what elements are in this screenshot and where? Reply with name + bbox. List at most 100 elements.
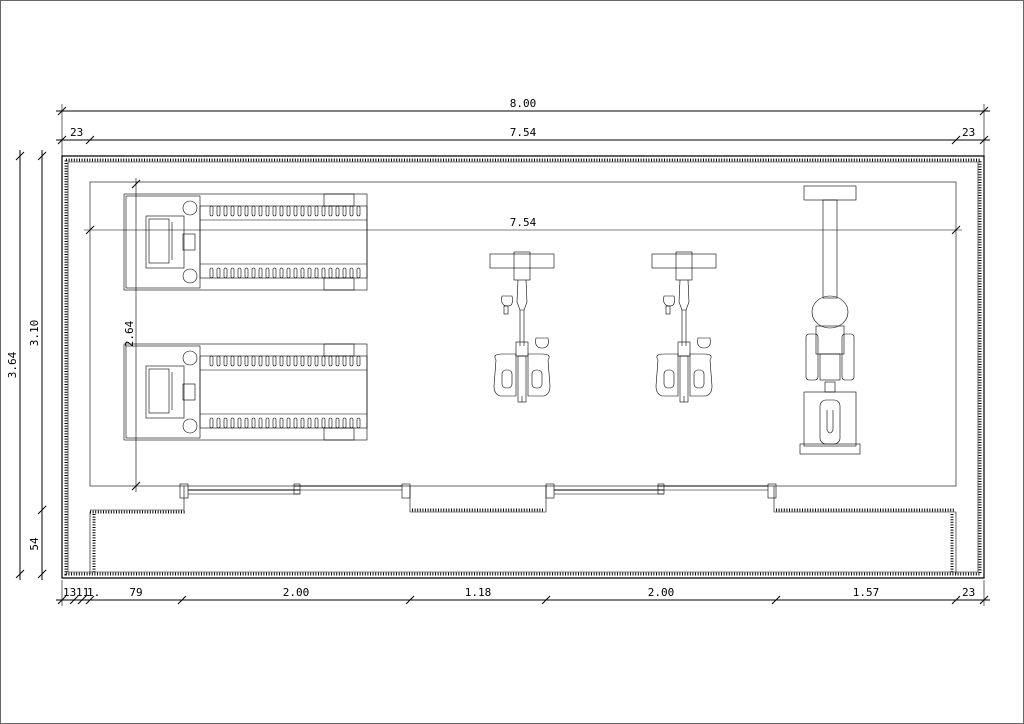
treadmill-slat (293, 355, 298, 367)
dim-seg-a: 13 (63, 586, 76, 599)
treadmill-slat (223, 267, 228, 279)
treadmill-slat (356, 205, 361, 217)
treadmill-slat (328, 267, 333, 279)
treadmill-slat (307, 267, 312, 279)
treadmill-slat (265, 205, 270, 217)
treadmill-slat (223, 417, 228, 429)
treadmill-slat (244, 205, 249, 217)
treadmill-slat (265, 355, 270, 367)
exercise-bike-1 (489, 251, 555, 403)
treadmill-slat (223, 205, 228, 217)
treadmill-slat (216, 355, 221, 367)
treadmill-slat (258, 267, 263, 279)
treadmill-slat (356, 267, 361, 279)
treadmill-slat (335, 205, 340, 217)
treadmill-slat (258, 355, 263, 367)
interior-room (89, 181, 957, 574)
treadmill-slat (237, 267, 242, 279)
treadmill-slat (279, 417, 284, 429)
treadmill-slat (321, 355, 326, 367)
treadmill-slat (272, 267, 277, 279)
bottom-dimensions: 13 11 1. 79 2.00 1.18 2.00 1.57 23 (56, 580, 990, 606)
treadmill-slat (279, 267, 284, 279)
interior-dimension: 7.54 (84, 216, 962, 235)
window-right (545, 483, 777, 499)
treadmill-slat (209, 355, 214, 367)
treadmill-slat (328, 417, 333, 429)
treadmill-slat (230, 355, 235, 367)
dim-right-pier: 1.57 (853, 586, 880, 599)
dim-room-height: 3.10 (28, 320, 41, 347)
treadmill-slat (251, 417, 256, 429)
treadmill-slat (293, 267, 298, 279)
treadmill-slat (237, 417, 242, 429)
treadmill-slat (328, 205, 333, 217)
treadmill-slat (265, 417, 270, 429)
dim-pier: 1.18 (465, 586, 492, 599)
treadmill-slat (244, 267, 249, 279)
treadmill-slat (314, 417, 319, 429)
left-dimensions: 3.64 3.10 54 (6, 150, 47, 580)
treadmill-slat (307, 205, 312, 217)
treadmill-slat (356, 417, 361, 429)
dim-seg-c: 1. (87, 586, 100, 599)
treadmill-slat (230, 417, 235, 429)
treadmill-slat (251, 355, 256, 367)
exercise-bike-2 (651, 251, 717, 403)
treadmill-slat (342, 417, 347, 429)
treadmill-slat (335, 417, 340, 429)
treadmill-slats (209, 205, 361, 429)
dim-wall-left: 23 (70, 126, 83, 139)
treadmill-2 (123, 343, 368, 441)
treadmill-slat (272, 417, 277, 429)
treadmill-slat (286, 205, 291, 217)
dim-equipment-depth: 2.64 (123, 320, 136, 347)
treadmill-slat (209, 417, 214, 429)
treadmill-slat (237, 355, 242, 367)
treadmill-slat (314, 355, 319, 367)
treadmill-slat (216, 417, 221, 429)
treadmill-slat (356, 355, 361, 367)
treadmill-slat (300, 355, 305, 367)
treadmill-slat (300, 267, 305, 279)
window-left (179, 483, 411, 499)
treadmill-slat (209, 205, 214, 217)
walls (61, 155, 985, 579)
treadmill-1 (123, 193, 368, 291)
treadmill-slat (342, 355, 347, 367)
equipment (123, 185, 861, 455)
treadmill-slat (258, 205, 263, 217)
treadmill-slat (342, 267, 347, 279)
treadmill-slat (216, 205, 221, 217)
treadmill-slat (342, 205, 347, 217)
treadmill-slat (209, 267, 214, 279)
treadmill-slat (349, 205, 354, 217)
treadmill-slat (349, 355, 354, 367)
treadmill-slat (272, 355, 277, 367)
dim-inner-width: 7.54 (510, 126, 537, 139)
treadmill-slat (328, 355, 333, 367)
treadmill-slat (258, 417, 263, 429)
dim-wall-right: 23 (962, 126, 975, 139)
treadmill-slat (286, 355, 291, 367)
dim-total-height: 3.64 (6, 351, 19, 378)
treadmill-slat (251, 267, 256, 279)
treadmill-slat (300, 205, 305, 217)
dim-window-1: 2.00 (283, 586, 310, 599)
treadmill-slat (286, 417, 291, 429)
rowing-machine (799, 185, 861, 455)
treadmill-slat (307, 355, 312, 367)
treadmill-slat (293, 417, 298, 429)
treadmill-slat (307, 417, 312, 429)
windows (179, 483, 777, 499)
treadmill-slat (216, 267, 221, 279)
treadmill-slat (335, 267, 340, 279)
treadmill-slat (314, 267, 319, 279)
treadmill-slat (293, 205, 298, 217)
treadmill-slat (314, 205, 319, 217)
dim-lower-offset: 54 (28, 537, 41, 551)
treadmill-slat (321, 267, 326, 279)
dim-wall-right-bottom: 23 (962, 586, 975, 599)
treadmill-slat (230, 205, 235, 217)
